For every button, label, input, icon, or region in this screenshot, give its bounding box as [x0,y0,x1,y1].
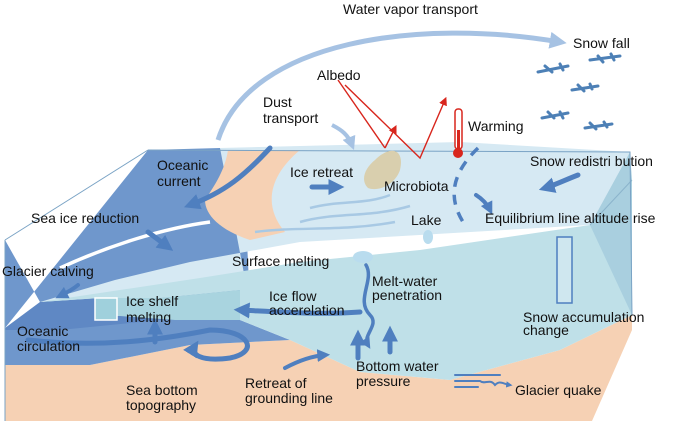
label-oceanic-circulation-1: Oceanic [17,323,68,339]
label-oceanic-current-2: current [157,173,201,189]
label-bottom-water-2: pressure [356,373,411,389]
label-snow-redistribution: Snow redistri bution [530,153,653,169]
label-sea-bottom-2: topography [126,397,196,413]
label-ice-shelf-1: Ice shelf [126,293,178,309]
ice-shelf [100,290,240,320]
label-water-vapor: Water vapor transport [343,1,478,17]
label-retreat-2: grounding line [245,390,333,406]
label-ice-flow-2: accerelation [269,302,345,318]
label-dust-2: transport [263,110,318,126]
label-snow-fall: Snow fall [573,35,630,51]
snowflake-icons [536,52,622,131]
glacier-front-face [40,180,632,380]
sea-floor-sand [5,315,632,421]
label-glacier-calving: Glacier calving [2,263,94,279]
label-warming: Warming [468,118,524,134]
process-arrows [25,145,581,388]
label-meltwater-1: Melt-water [372,273,438,289]
label-meltwater-2: penetration [372,287,442,303]
equilibrium-line [452,146,480,226]
microbiota-patch [364,150,401,190]
thermometer-icon [453,108,463,158]
sea-ice-edge [59,220,211,270]
label-snow-accumulation-1: Snow accumulation [523,309,644,325]
label-snow-accumulation-2: change [523,322,569,338]
label-ice-flow-1: Ice flow [269,288,317,304]
label-dust-1: Dust [263,94,292,110]
label-bottom-water-1: Bottom water [356,358,439,374]
label-surface-melting: Surface melting [232,253,329,269]
block-outline [4,149,633,421]
snow-accumulation-bar [556,236,573,304]
albedo-arrows[interactable] [337,79,447,160]
label-sea-bottom-1: Sea bottom [126,382,198,398]
ice-flow-streaks [254,193,411,234]
ice-sheet-surface [40,142,630,305]
label-ice-shelf-2: melting [126,309,171,325]
calving-block [94,297,118,321]
label-ela-rise: Equilibrium line altitude rise [485,210,656,226]
labels: Water vapor transport Snow fall Albedo D… [2,1,656,413]
label-oceanic-current-1: Oceanic [157,157,208,173]
label-sea-ice-reduction: Sea ice reduction [31,210,139,226]
label-glacier-quake: Glacier quake [515,382,602,398]
label-ice-retreat: Ice retreat [290,164,353,180]
label-lake: Lake [411,212,442,228]
label-oceanic-circulation-2: circulation [17,338,80,354]
water-vapor-arrow[interactable] [215,30,567,141]
label-microbiota: Microbiota [384,178,449,194]
dust-transport-arrow[interactable] [331,123,356,151]
melt-pond-icon [353,251,373,263]
right-side-face [590,152,632,315]
label-albedo: Albedo [317,67,361,83]
label-retreat-1: Retreat of [245,375,307,391]
exposed-land [205,150,300,240]
lake-icon [423,230,433,244]
